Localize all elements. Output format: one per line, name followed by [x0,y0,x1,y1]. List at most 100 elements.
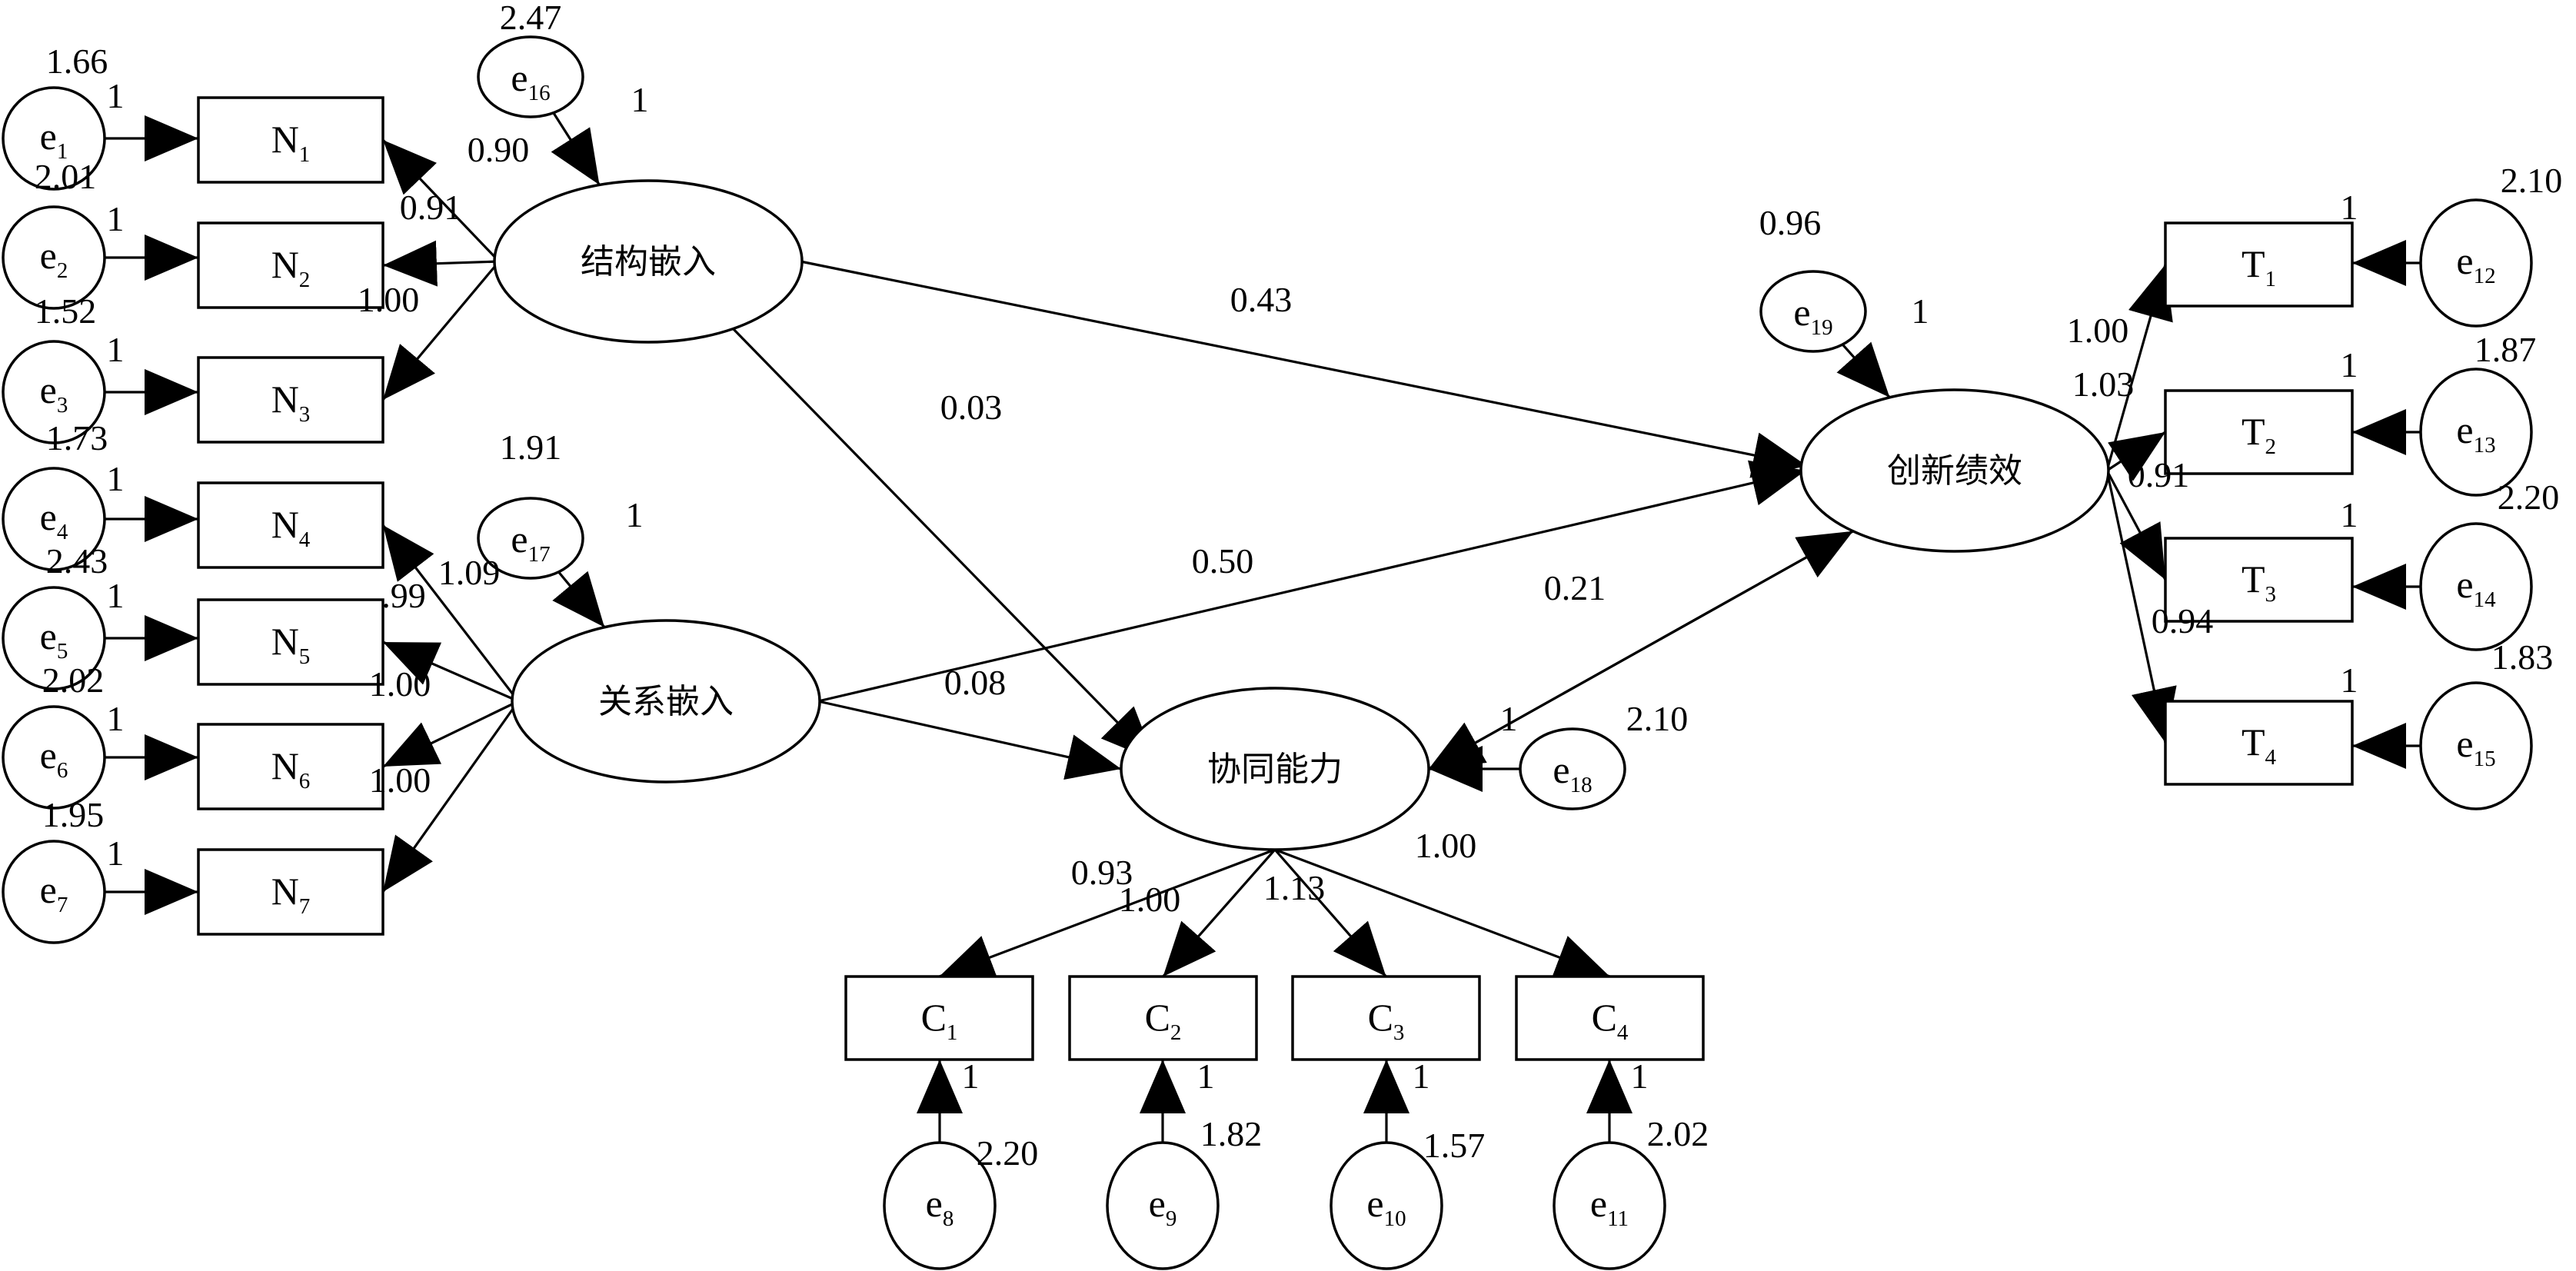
disturbance-path-e19 [1836,341,1891,398]
error-label: e6 [40,734,68,783]
loading-path-t4 [2105,470,2177,744]
loading-n1: 0.90 [468,130,530,169]
latent-l4: 创新绩效 [1799,388,2110,553]
variance-e4: 1.73 [46,418,108,457]
paths-layer [105,111,2421,1143]
variance-e5: 2.43 [46,541,108,581]
indicator-t1: T1 [2164,221,2354,308]
disturbance-path-e16 [551,111,601,186]
error-e7: e7 [2,840,106,944]
latent-ellipse [511,619,821,784]
disturbance-path-coef-e16: 1 [631,80,649,119]
loading-path-n6 [382,700,519,768]
path-coef-l1-l4: 0.43 [1230,280,1293,319]
indicator-box [1068,975,1258,1061]
error-path-coef-e3: 1 [107,330,125,369]
error-ellipse [1330,1141,1443,1270]
indicator-label: T2 [2242,410,2276,459]
variance-e6: 2.02 [42,660,105,700]
error-path-coef-e6: 1 [107,699,125,738]
loading-n5: .99 [381,576,426,615]
loading-path-t2 [2106,431,2166,481]
indicator-n2: N2 [197,221,384,309]
error-ellipse [477,497,584,580]
indicator-box [197,356,384,444]
error-path-coef-e8: 1 [962,1056,980,1096]
error-ellipse [2,705,106,810]
error-label: e17 [511,517,550,567]
error-e5: e5 [2,586,106,690]
indicator-box [2164,537,2354,623]
error-e11: e11 [1553,1141,1666,1270]
path-coef-l2-l4: 0.50 [1192,541,1254,581]
error-label: e19 [1793,291,1832,340]
indicator-label: N4 [271,503,311,552]
error-label: e10 [1366,1182,1406,1231]
indicator-c4: C4 [1515,975,1705,1061]
error-ellipse [2,205,106,310]
loading-c4: 1.00 [1415,826,1477,865]
error-e4: e4 [2,467,106,571]
indicator-label: C4 [1592,996,1629,1045]
error-path-coef-e12: 1 [2341,188,2358,227]
latent-l1: 结构嵌入 [493,179,804,344]
error-ellipse [2419,522,2533,651]
error-label: e8 [926,1182,954,1231]
indicator-box [197,723,384,810]
loading-t1: 1.00 [2067,311,2129,350]
error-label: e3 [40,368,68,418]
error-e13: e13 [2419,368,2533,497]
loading-path-c3 [1273,848,1387,978]
error-ellipse [1106,1141,1220,1270]
error-label: e7 [40,868,68,917]
indicator-n7: N7 [197,848,384,936]
variance-e13: 1.87 [2474,330,2537,369]
error-e10: e10 [1330,1141,1443,1270]
loading-path-n5 [382,640,519,703]
error-label: e12 [2456,239,2495,288]
indicator-n1: N1 [197,96,384,184]
structural-path-l1-l3 [731,328,1157,762]
indicator-box [1515,975,1705,1061]
error-label: e16 [511,56,550,105]
error-label: e2 [40,234,68,283]
loading-path-n7 [381,700,520,893]
error-label: e13 [2456,408,2495,457]
error-path-coef-e15: 1 [2341,660,2358,700]
variance-e18: 2.10 [1626,699,1689,738]
variance-e12: 2.10 [2501,161,2563,200]
variance-e19: 0.96 [1759,203,1822,242]
indicator-label: N6 [271,744,311,794]
disturbance-e19: e19 [1759,270,1867,353]
loading-path-t3 [2105,470,2167,581]
error-path-coef-e9: 1 [1197,1056,1215,1096]
variance-e17: 1.91 [500,428,562,467]
error-ellipse [2,340,106,444]
latent-label: 创新绩效 [1887,451,2022,491]
nodes-layer: 结构嵌入关系嵌入协同能力创新绩效N1e1N2e2N3e3N4e4N5e5N6e6… [2,35,2533,1270]
indicator-label: N7 [271,870,311,919]
error-ellipse [2,586,106,690]
structural-path-l1-l4 [800,260,1808,478]
indicator-label: C2 [1145,996,1182,1045]
loading-c1: 0.93 [1071,853,1133,892]
variance-e16: 2.47 [500,0,562,37]
indicator-box [2164,221,2354,308]
error-e15: e15 [2419,681,2533,810]
error-path-coef-e11: 1 [1631,1056,1649,1096]
indicator-box [2164,700,2354,786]
loading-path-c2 [1162,848,1276,978]
indicator-label: N2 [271,243,311,292]
variance-e14: 2.20 [2498,477,2560,517]
indicator-c3: C3 [1291,975,1481,1061]
error-label: e15 [2456,722,2495,771]
indicator-label: C1 [921,996,958,1045]
loading-t4: 0.94 [2152,601,2214,640]
error-e3: e3 [2,340,106,444]
error-ellipse [2,86,106,191]
error-ellipse [477,35,584,118]
latent-label: 协同能力 [1207,750,1343,789]
indicator-c1: C1 [844,975,1034,1061]
error-path-coef-e4: 1 [107,459,125,498]
